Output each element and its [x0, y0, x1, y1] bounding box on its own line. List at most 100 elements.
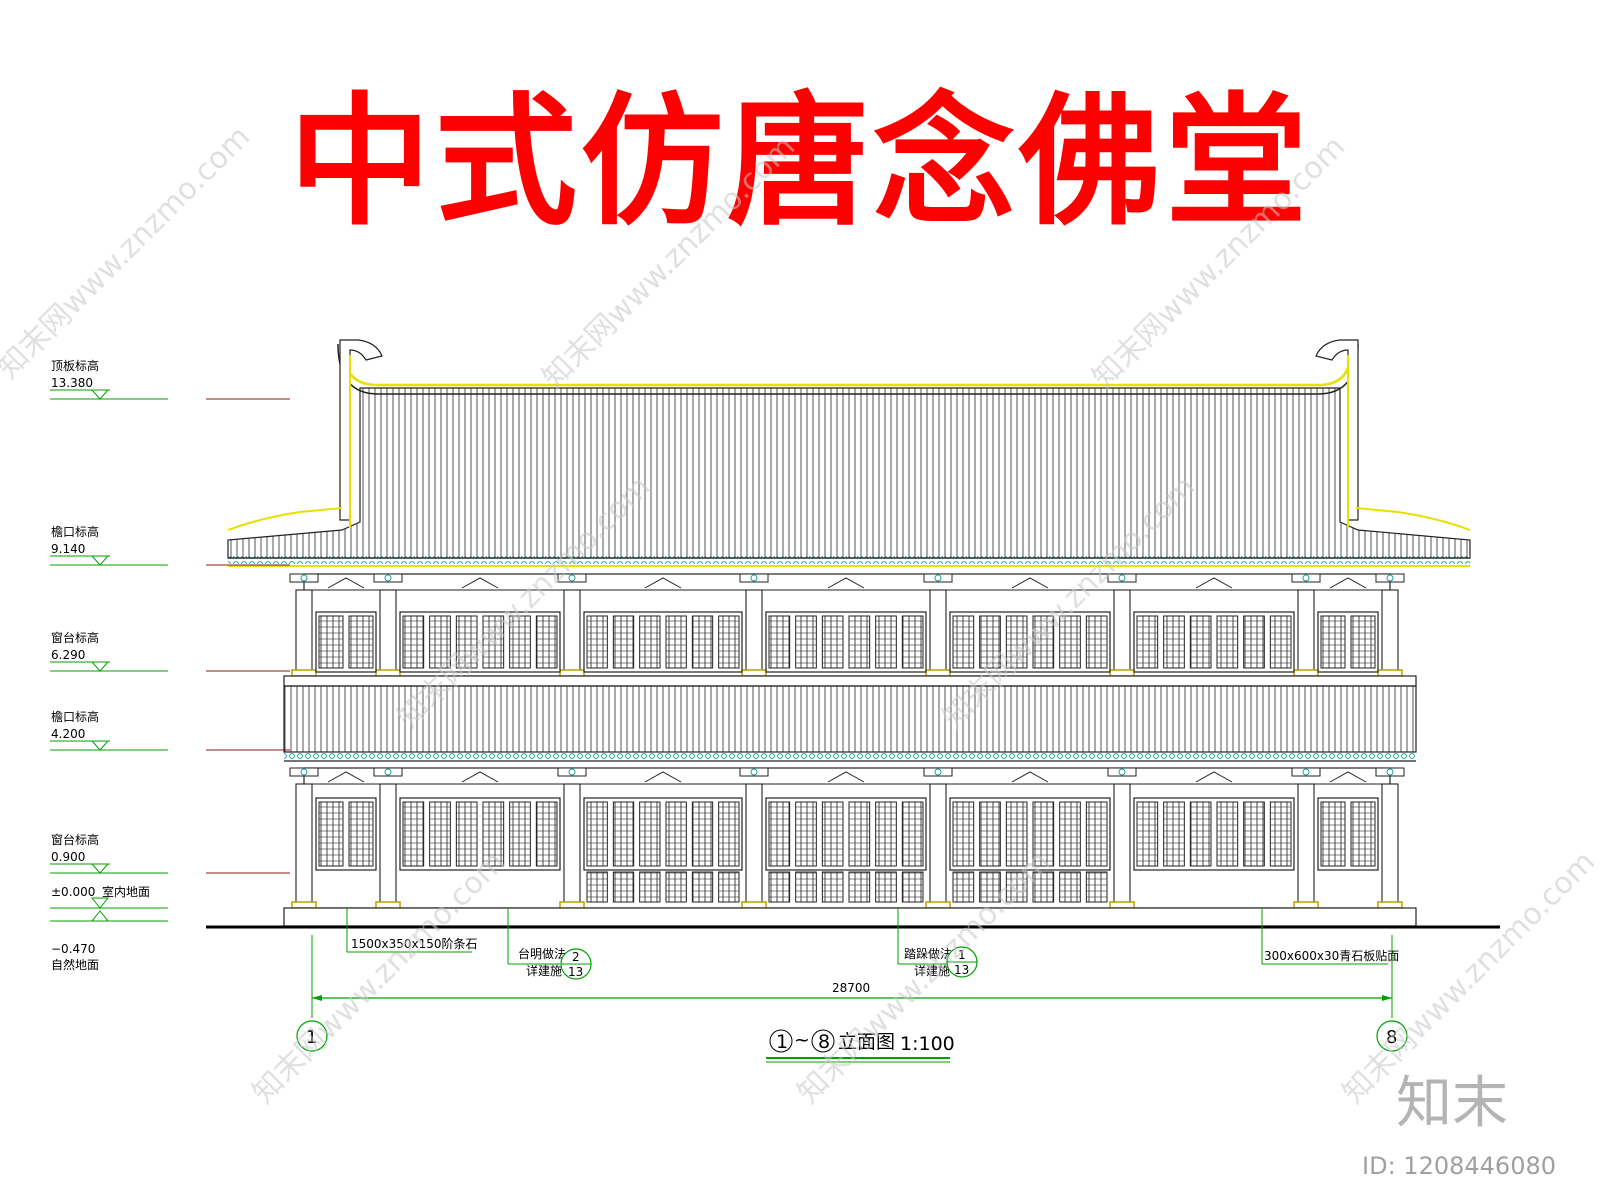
drawing-title: 中式仿唐念佛堂	[289, 80, 1311, 245]
plinth-ref-note: 详建施	[526, 963, 562, 978]
brand-logo: 知末	[1396, 1071, 1508, 1136]
door-panel	[979, 871, 1001, 903]
axis-8-label: 8	[1386, 1027, 1397, 1048]
axis-1-label: 1	[306, 1027, 317, 1048]
window-bay	[583, 611, 743, 673]
bracket-set	[1375, 767, 1405, 777]
door-panel	[586, 871, 608, 903]
bracket-set	[1291, 767, 1321, 777]
axis-1-bubble	[296, 1020, 328, 1052]
level-value: 13.380	[51, 376, 93, 390]
inverted-v-brace	[827, 577, 865, 589]
level-value: 9.140	[51, 542, 85, 556]
window-bay	[1133, 611, 1295, 673]
watermark-1: 知末网www.znzmo.com	[0, 119, 257, 385]
inverted-v-brace	[644, 577, 682, 589]
bracket-set	[1107, 767, 1137, 777]
upper-roof	[227, 339, 1471, 567]
door-panel	[691, 871, 714, 903]
column	[745, 783, 763, 909]
window-bay	[1317, 611, 1379, 673]
inverted-v-brace	[1195, 577, 1233, 589]
inverted-v-brace	[1011, 577, 1049, 589]
door-panel	[718, 871, 740, 903]
column	[1381, 783, 1399, 909]
window-bay	[315, 797, 377, 871]
door-panel	[1032, 871, 1055, 903]
inverted-v-brace	[644, 771, 682, 783]
level-mark: 顶板标高 13.380	[50, 358, 290, 400]
inverted-v-brace	[1329, 577, 1367, 589]
column	[379, 589, 397, 677]
axis-8-bubble	[1376, 1020, 1408, 1052]
paving-note: 300x600x30青石板贴面	[1264, 949, 1399, 963]
door-panel	[768, 871, 791, 903]
bracket-set	[557, 767, 587, 777]
inverted-v-brace	[461, 771, 499, 783]
level-label: 檐口标高	[51, 524, 99, 539]
tread-detail-num: 1	[958, 948, 966, 962]
level-value: ±0.000	[51, 885, 95, 899]
level-label: 檐口标高	[51, 709, 99, 724]
inverted-v-brace	[1011, 771, 1049, 783]
column	[295, 589, 313, 677]
bracket-set	[557, 573, 587, 583]
upper-roof-slope	[227, 387, 1471, 559]
lower-storey	[206, 767, 1500, 929]
door-panel	[875, 871, 897, 903]
inverted-v-brace	[461, 577, 499, 589]
inverted-v-brace	[327, 577, 365, 589]
bracket-set	[373, 573, 403, 583]
bracket-set	[1107, 573, 1137, 583]
plinth-detail-sheet: 13	[568, 965, 583, 979]
column	[929, 589, 947, 677]
window-bay	[1317, 797, 1379, 871]
bracket-set	[923, 573, 953, 583]
level-mark: 檐口标高 9.140	[50, 524, 290, 566]
door-panel	[1005, 871, 1028, 903]
bracket-set	[739, 767, 769, 777]
caption-axis-start: 1	[776, 1031, 788, 1053]
left-ridge-ornament	[339, 339, 383, 521]
level-mark: ±0.000 室内地面	[50, 884, 168, 909]
column	[563, 783, 581, 909]
watermark-3: 知末网www.znzmo.com	[1086, 129, 1352, 395]
watermark-2: 知末网www.znzmo.com	[536, 129, 802, 395]
column	[295, 783, 313, 909]
caption-axis-end: 8	[818, 1031, 830, 1053]
image-id: ID: 1208446080	[1362, 1152, 1556, 1180]
caption-title: 立面图	[838, 1031, 895, 1053]
bracket-set	[289, 573, 319, 583]
door-panel	[1059, 871, 1081, 903]
door-panel	[821, 871, 844, 903]
column	[1381, 589, 1399, 677]
bracket-set	[289, 767, 319, 777]
window-bay	[765, 611, 927, 673]
door-panel	[612, 871, 635, 903]
door-panel	[795, 871, 817, 903]
plinth-method-note: 台明做法	[518, 946, 566, 961]
level-label: 室内地面	[102, 884, 150, 899]
tread-method-note: 踏跺做法	[904, 946, 952, 961]
window-bay	[1133, 797, 1295, 871]
upper-roof-ridge	[343, 353, 1352, 387]
overall-dimension: 28700	[832, 981, 870, 995]
level-label: 顶板标高	[51, 358, 99, 373]
step-stone-note: 1500x350x150阶条石	[351, 937, 478, 951]
plinth-detail-num: 2	[572, 950, 580, 964]
level-value: 0.900	[51, 850, 85, 864]
tread-ref-note: 详建施	[914, 963, 950, 978]
bracket-set	[739, 573, 769, 583]
column	[379, 783, 397, 909]
inverted-v-brace	[827, 771, 865, 783]
inverted-v-brace	[1329, 771, 1367, 783]
level-value: 6.290	[51, 648, 85, 662]
inverted-v-brace	[327, 771, 365, 783]
window-bay	[399, 611, 561, 673]
column	[929, 783, 947, 909]
